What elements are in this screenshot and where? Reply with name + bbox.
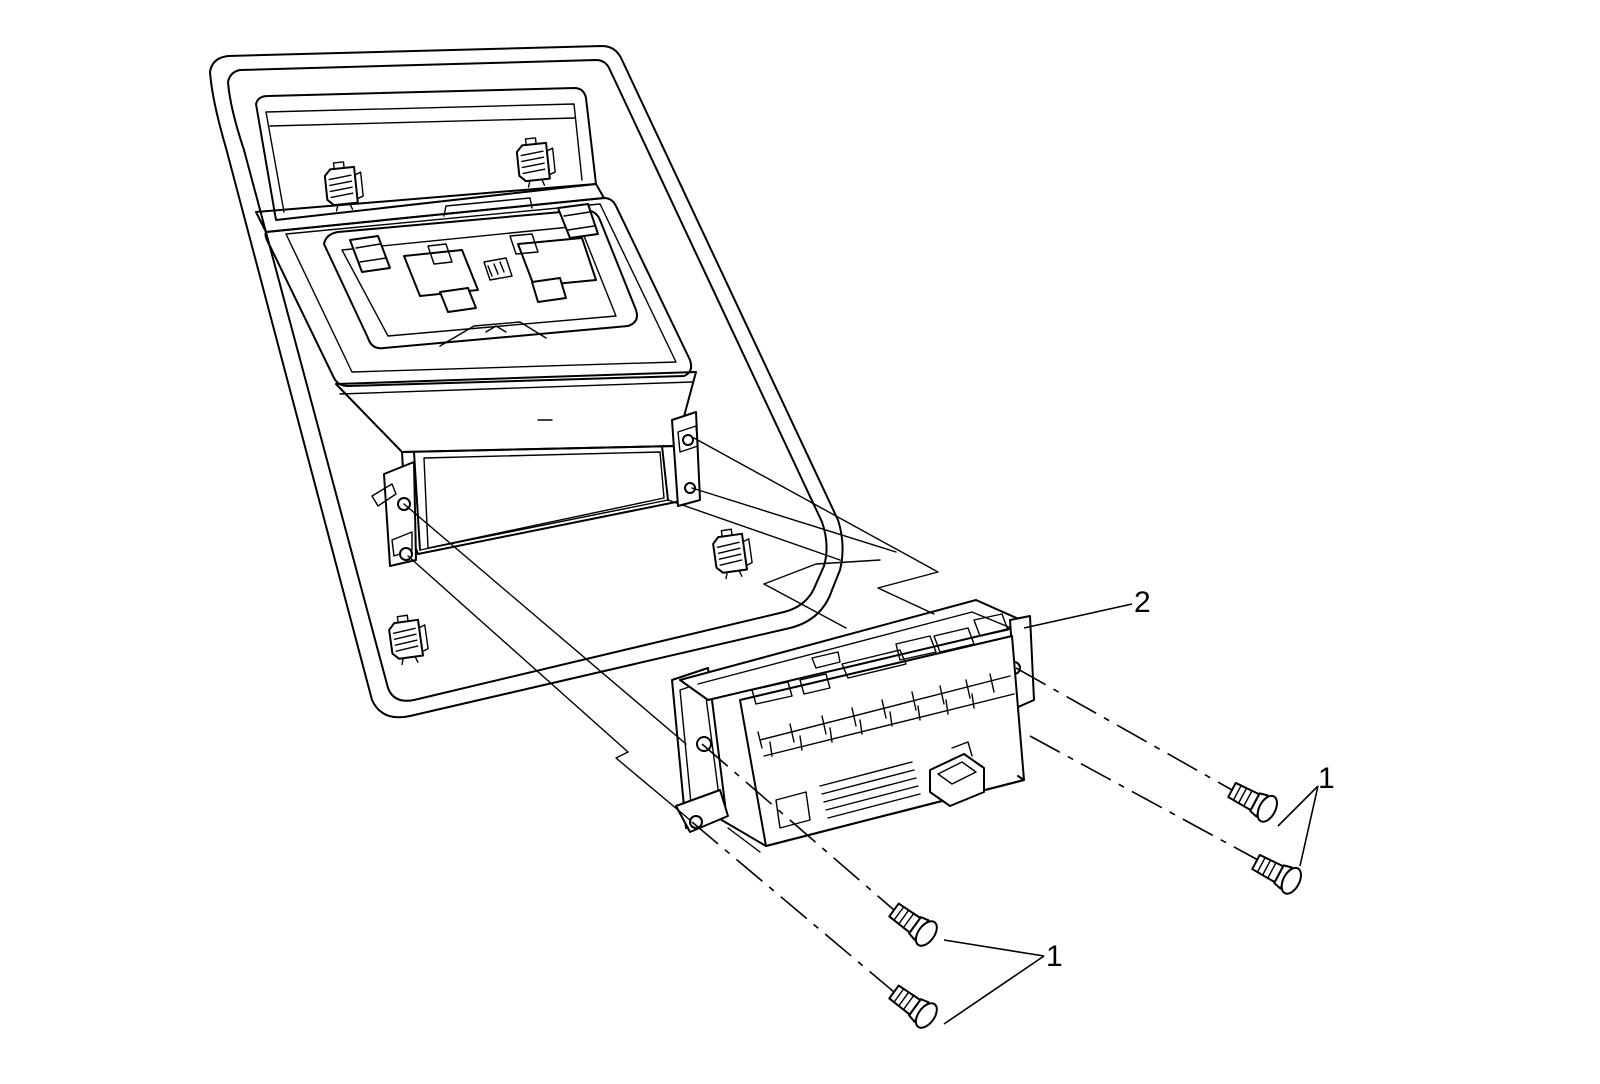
retainer-clip-icon <box>386 612 431 667</box>
callout-label-bolts-right: 1 <box>1318 762 1335 795</box>
console-housing <box>209 45 844 719</box>
bolt-icon <box>884 897 943 951</box>
callout-label-bolts-bottom: 1 <box>1046 940 1063 973</box>
bolt-icon <box>884 979 943 1033</box>
alignment-lines <box>403 437 939 821</box>
retainer-clip-icon <box>514 135 558 189</box>
retainer-clip-icon <box>710 526 755 581</box>
bolt-icon <box>1248 848 1306 898</box>
callout-label-module: 2 <box>1134 586 1151 619</box>
bolt-icon <box>1224 776 1282 826</box>
bolt-centerlines <box>691 667 1259 993</box>
control-module <box>671 599 1035 853</box>
callout-leaders <box>943 603 1319 1025</box>
